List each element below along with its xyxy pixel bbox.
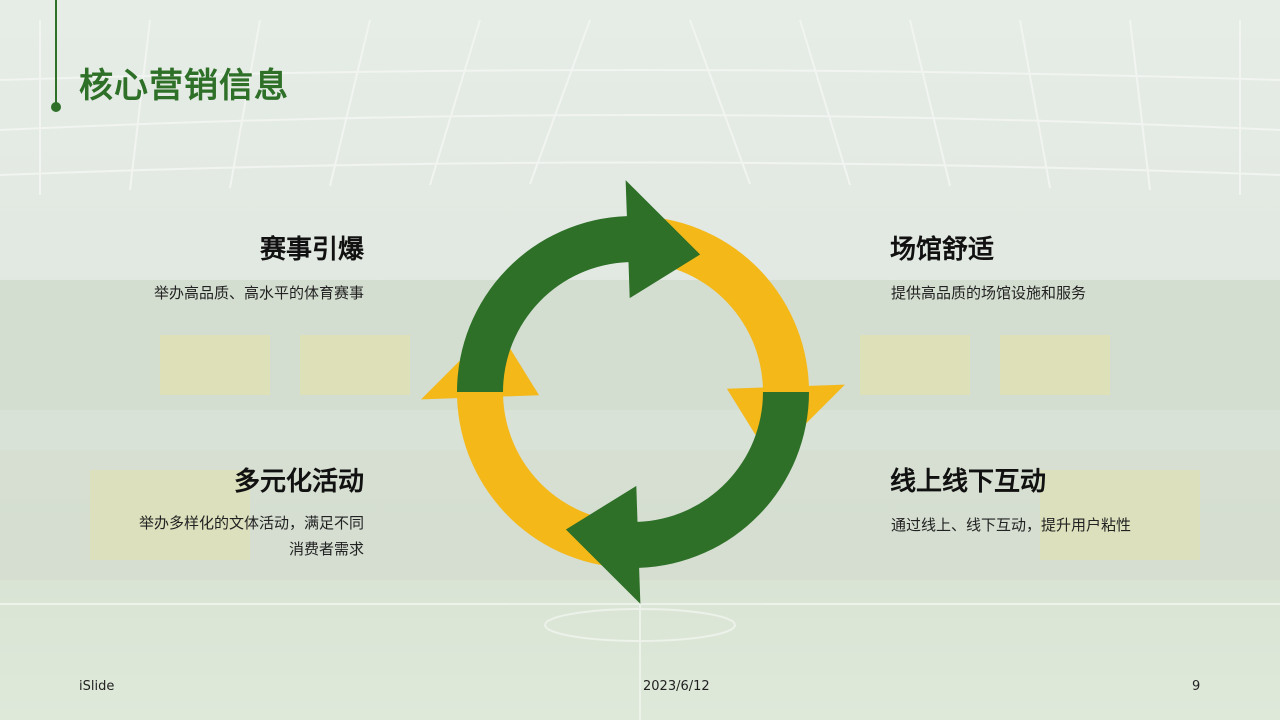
footer-page-number: 9 — [1192, 679, 1201, 694]
item-title-event: 赛事引爆 — [259, 235, 364, 265]
item-desc-activities-line2: 消费者需求 — [288, 540, 364, 558]
cycle-arrow-bottom-right — [565, 392, 809, 604]
page-title: 核心营销信息 — [79, 66, 289, 106]
cycle-diagram — [421, 180, 845, 604]
item-title-interaction: 线上线下互动 — [890, 467, 1047, 497]
item-desc-venue: 提供高品质的场馆设施和服务 — [891, 284, 1087, 302]
title-accent-dot — [51, 102, 61, 112]
item-title-venue: 场馆舒适 — [890, 235, 995, 265]
cycle-arrow-top-left — [456, 180, 701, 392]
footer-date: 2023/6/12 — [643, 679, 710, 694]
item-desc-interaction: 通过线上、线下互动，提升用户粘性 — [891, 516, 1132, 534]
footer-brand: iSlide — [79, 679, 115, 694]
item-title-activities: 多元化活动 — [233, 467, 364, 497]
title-accent-line — [55, 0, 57, 106]
item-desc-activities-line1: 举办多样化的文体活动，满足不同 — [138, 514, 364, 532]
item-desc-event: 举办高品质、高水平的体育赛事 — [153, 284, 364, 302]
